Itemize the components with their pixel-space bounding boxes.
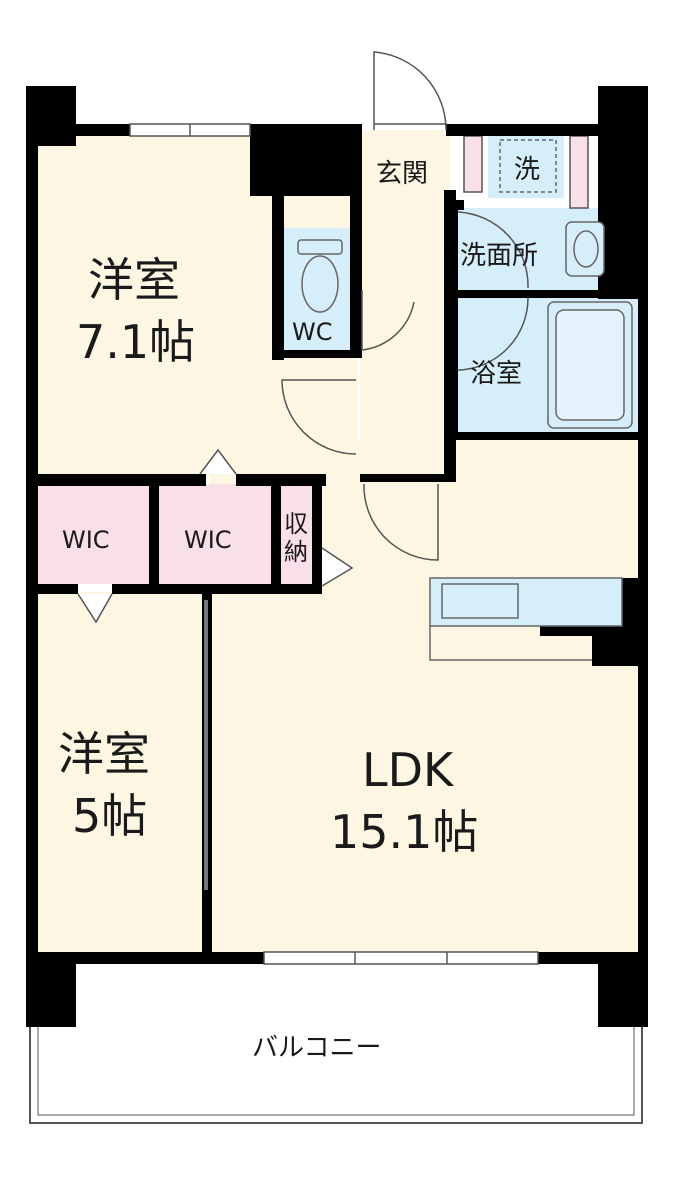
wc-door — [361, 290, 415, 351]
wall-washroom-bottom — [452, 290, 642, 298]
wic-2-floor — [158, 484, 271, 584]
wall-wic-divider-2 — [271, 474, 281, 592]
wall-hall-bottom — [360, 474, 456, 482]
entrance-door — [373, 51, 447, 131]
wash-cabinet — [569, 135, 589, 209]
wall-bottom-left — [26, 952, 264, 964]
washroom-label: 洗面所 — [460, 241, 538, 271]
wall-storage-right — [312, 474, 322, 592]
doors — [77, 51, 529, 890]
toilet-tank — [297, 239, 343, 255]
room-floors — [36, 130, 640, 955]
hallway-floor — [360, 130, 450, 475]
wall-row-bottom — [26, 584, 78, 594]
ldk-door — [363, 483, 439, 561]
wall-right-upper — [598, 124, 648, 299]
bath-label: 浴室 — [470, 359, 522, 389]
window-ldk — [263, 951, 539, 965]
storage-label-top: 収 — [284, 510, 308, 538]
washer-pan — [499, 139, 557, 193]
storage-label-bottom: 納 — [284, 538, 308, 566]
western-room-1-name: 洋室 — [88, 253, 180, 307]
ldk-size: 15.1帖 — [330, 805, 478, 859]
western-room-2-name: 洋室 — [58, 727, 150, 781]
room1-door — [281, 379, 357, 455]
balcony-label: バルコニー — [252, 1033, 381, 1063]
western-room-2-size: 5帖 — [72, 789, 147, 843]
storage-door-arrow — [321, 547, 354, 587]
wall-right — [638, 290, 648, 960]
wall-wet-left — [452, 200, 458, 440]
windows — [129, 123, 539, 965]
bathtub-inner — [555, 309, 625, 421]
balcony — [29, 962, 643, 1124]
wic-1-floor — [36, 484, 149, 584]
wall-core-right — [350, 190, 362, 350]
wall-wc-bottom — [272, 350, 362, 358]
washroom-door — [457, 211, 529, 289]
wall-top-right — [446, 124, 646, 136]
labels: 洋室 7.1帖 洋室 5帖 LDK 15.1帖 WIC WIC 収 納 WC 玄… — [58, 155, 540, 1063]
laundry-label: 洗 — [514, 155, 540, 185]
toilet-bowl — [301, 255, 339, 313]
wc-label: WC — [292, 318, 333, 346]
wall-bath-bottom — [452, 432, 642, 440]
wall-row-bottom-2 — [112, 584, 322, 594]
kitchen-wall-stub — [540, 626, 600, 636]
wic-door-arrow-1 — [199, 448, 237, 475]
wall-bottom-right — [538, 952, 648, 964]
ldk-name: LDK — [362, 743, 455, 797]
western-room-1-size: 7.1帖 — [76, 315, 195, 369]
shoe-cabinet — [463, 135, 483, 193]
wall-wic-divider-1 — [149, 474, 159, 592]
balcony-outline — [29, 962, 643, 1124]
wic-2-label: WIC — [184, 526, 232, 554]
fixtures — [297, 139, 633, 661]
western-room-2-floor — [36, 592, 204, 955]
entrance-label: 玄関 — [376, 159, 428, 189]
wall-core-block — [250, 124, 362, 196]
kitchen-bar — [429, 626, 592, 661]
wall-top-left — [26, 124, 130, 136]
wall-core-left — [272, 190, 284, 360]
pillar-bottom-right — [598, 955, 648, 1027]
washbasin-bowl — [573, 230, 599, 268]
wic-1-label: WIC — [62, 526, 110, 554]
storage-floor — [280, 484, 312, 584]
wic-door-arrow-2 — [77, 593, 113, 624]
kitchen-sink — [441, 583, 519, 619]
wall-left — [26, 124, 38, 1027]
wall-row-top — [26, 474, 206, 486]
bath-door — [457, 297, 529, 371]
walls — [26, 86, 648, 1027]
